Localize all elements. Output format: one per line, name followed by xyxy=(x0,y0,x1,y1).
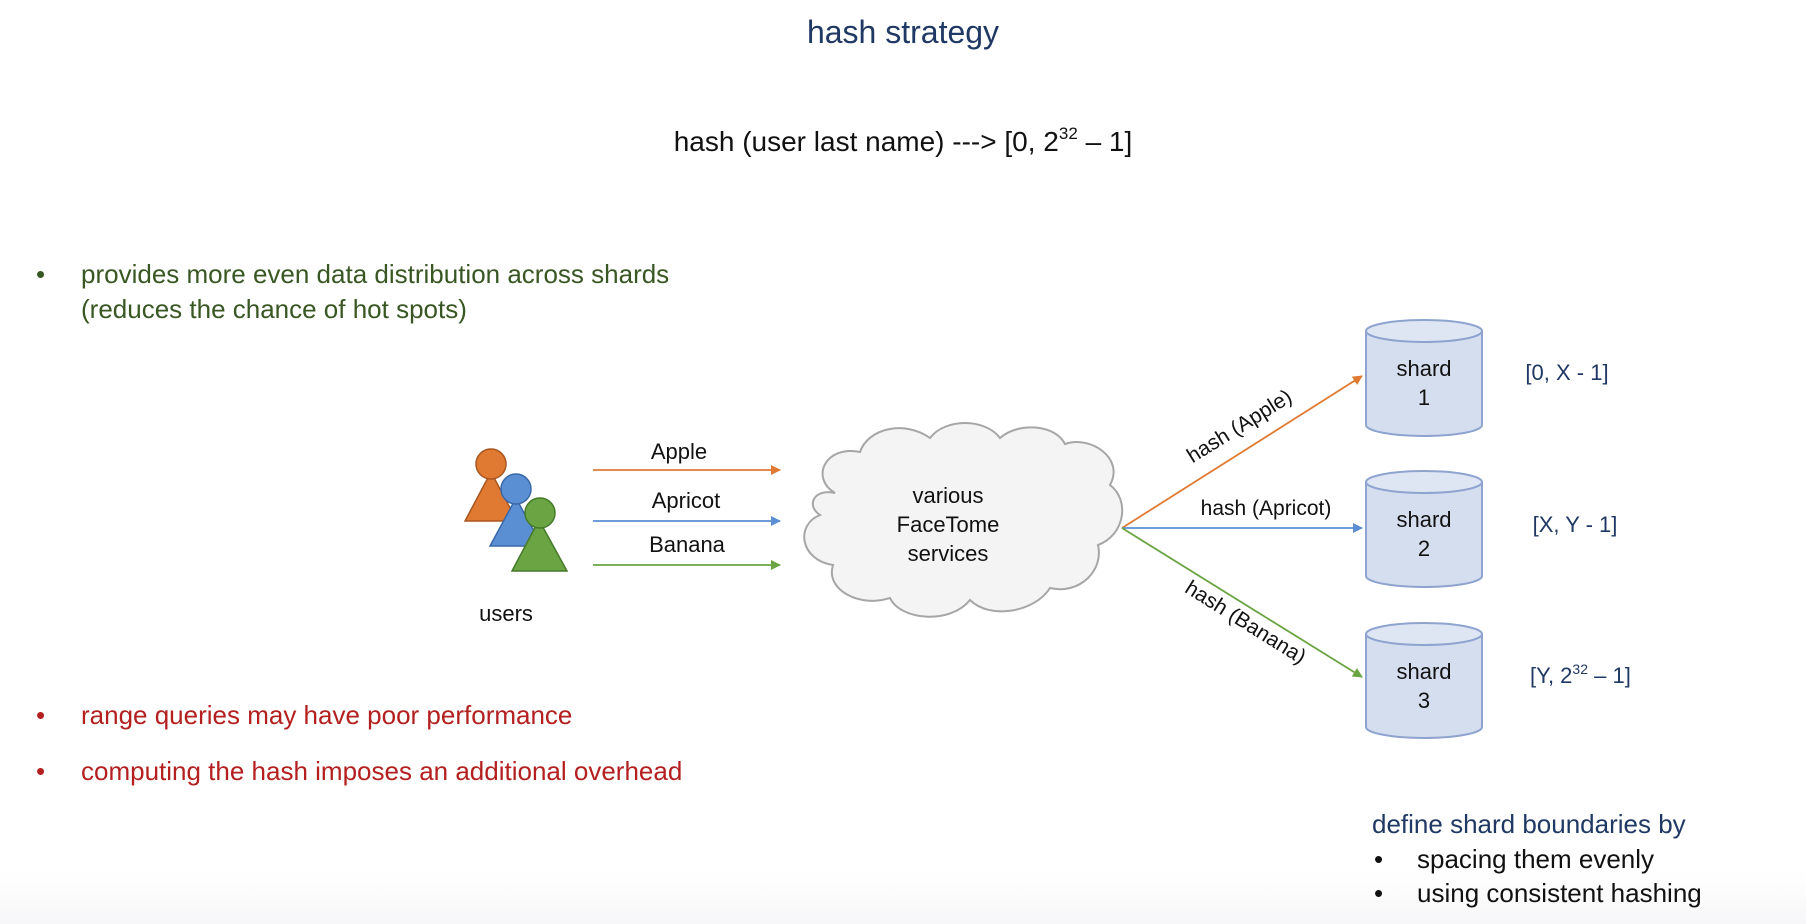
cons-bullet-1: • range queries may have poor performanc… xyxy=(36,700,573,731)
user-green-head xyxy=(524,497,556,529)
cons-bullet-2: • computing the hash imposes an addition… xyxy=(36,756,683,787)
boundaries-item-2: • using consistent hashing xyxy=(1374,876,1702,910)
shard-1-cylinder xyxy=(1365,319,1483,437)
shard-3-number: 3 xyxy=(1418,688,1430,713)
cloud-label-line-3: services xyxy=(908,541,989,566)
request-label-banana: Banana xyxy=(649,532,726,557)
arrow-hash-apple xyxy=(1121,375,1363,529)
bullet-dot: • xyxy=(1374,878,1384,908)
cloud-icon xyxy=(803,422,1124,618)
cons-text-2: computing the hash imposes an additional… xyxy=(81,756,683,786)
page-title: hash strategy xyxy=(806,14,1000,50)
hash-label-banana: hash (Banana) xyxy=(1181,576,1310,669)
shard-3-range-prefix: [Y, 2 xyxy=(1530,663,1572,688)
formula-suffix: – 1] xyxy=(1077,126,1133,157)
user-green-body xyxy=(510,518,569,572)
bullet-dot: • xyxy=(36,259,46,289)
request-label-apricot: Apricot xyxy=(652,488,720,513)
pros-line-1: provides more even data distribution acr… xyxy=(81,259,670,289)
hash-label-apple: hash (Apple) xyxy=(1183,385,1296,468)
shard-2-cylinder xyxy=(1365,470,1483,588)
shard-1-name: shard xyxy=(1396,356,1451,381)
cons-text-1: range queries may have poor performance xyxy=(81,700,573,730)
shard-3-range: [Y, 232 – 1] xyxy=(1530,661,1631,688)
bullet-dot: • xyxy=(36,700,46,730)
shard-2-name: shard xyxy=(1396,507,1451,532)
boundaries-item-2-text: using consistent hashing xyxy=(1417,878,1702,908)
arrow-hash-banana xyxy=(1121,527,1363,678)
shard-1-number: 1 xyxy=(1418,385,1430,410)
shard-3-range-exponent: 32 xyxy=(1572,661,1588,677)
users-icon xyxy=(463,448,569,572)
formula-prefix: hash (user last name) ---> [0, 2 xyxy=(673,126,1059,157)
boundaries-heading: define shard boundaries by xyxy=(1372,809,1686,839)
request-label-apple: Apple xyxy=(651,439,707,464)
pros-bullet: • provides more even data distribution a… xyxy=(36,257,670,327)
pros-line-2: (reduces the chance of hot spots) xyxy=(81,294,467,324)
shard-3-cylinder xyxy=(1365,622,1483,739)
hash-label-apricot: hash (Apricot) xyxy=(1201,497,1332,520)
formula-exponent: 32 xyxy=(1058,124,1078,143)
boundaries-item-1-text: spacing them evenly xyxy=(1417,844,1655,874)
bullet-dot: • xyxy=(1374,844,1384,874)
cloud-label-line-2: FaceTome xyxy=(897,512,1000,537)
shard-1-range: [0, X - 1] xyxy=(1525,360,1608,385)
shard-2-range: [X, Y - 1] xyxy=(1533,512,1618,537)
shard-boundaries-note: define shard boundaries by • spacing the… xyxy=(1372,806,1702,910)
footer-band xyxy=(0,870,1806,924)
boundaries-item-1: • spacing them evenly xyxy=(1374,842,1702,876)
shard-3-name: shard xyxy=(1396,659,1451,684)
cloud-label-line-1: various xyxy=(913,483,984,508)
shard-3-range-suffix: – 1] xyxy=(1588,663,1631,688)
shard-2-number: 2 xyxy=(1418,536,1430,561)
hash-formula: hash (user last name) ---> [0, 232 – 1] xyxy=(0,124,1806,158)
bullet-dot: • xyxy=(36,756,46,786)
users-label: users xyxy=(479,601,533,626)
user-orange-head xyxy=(475,448,507,480)
user-blue-head xyxy=(500,473,532,505)
